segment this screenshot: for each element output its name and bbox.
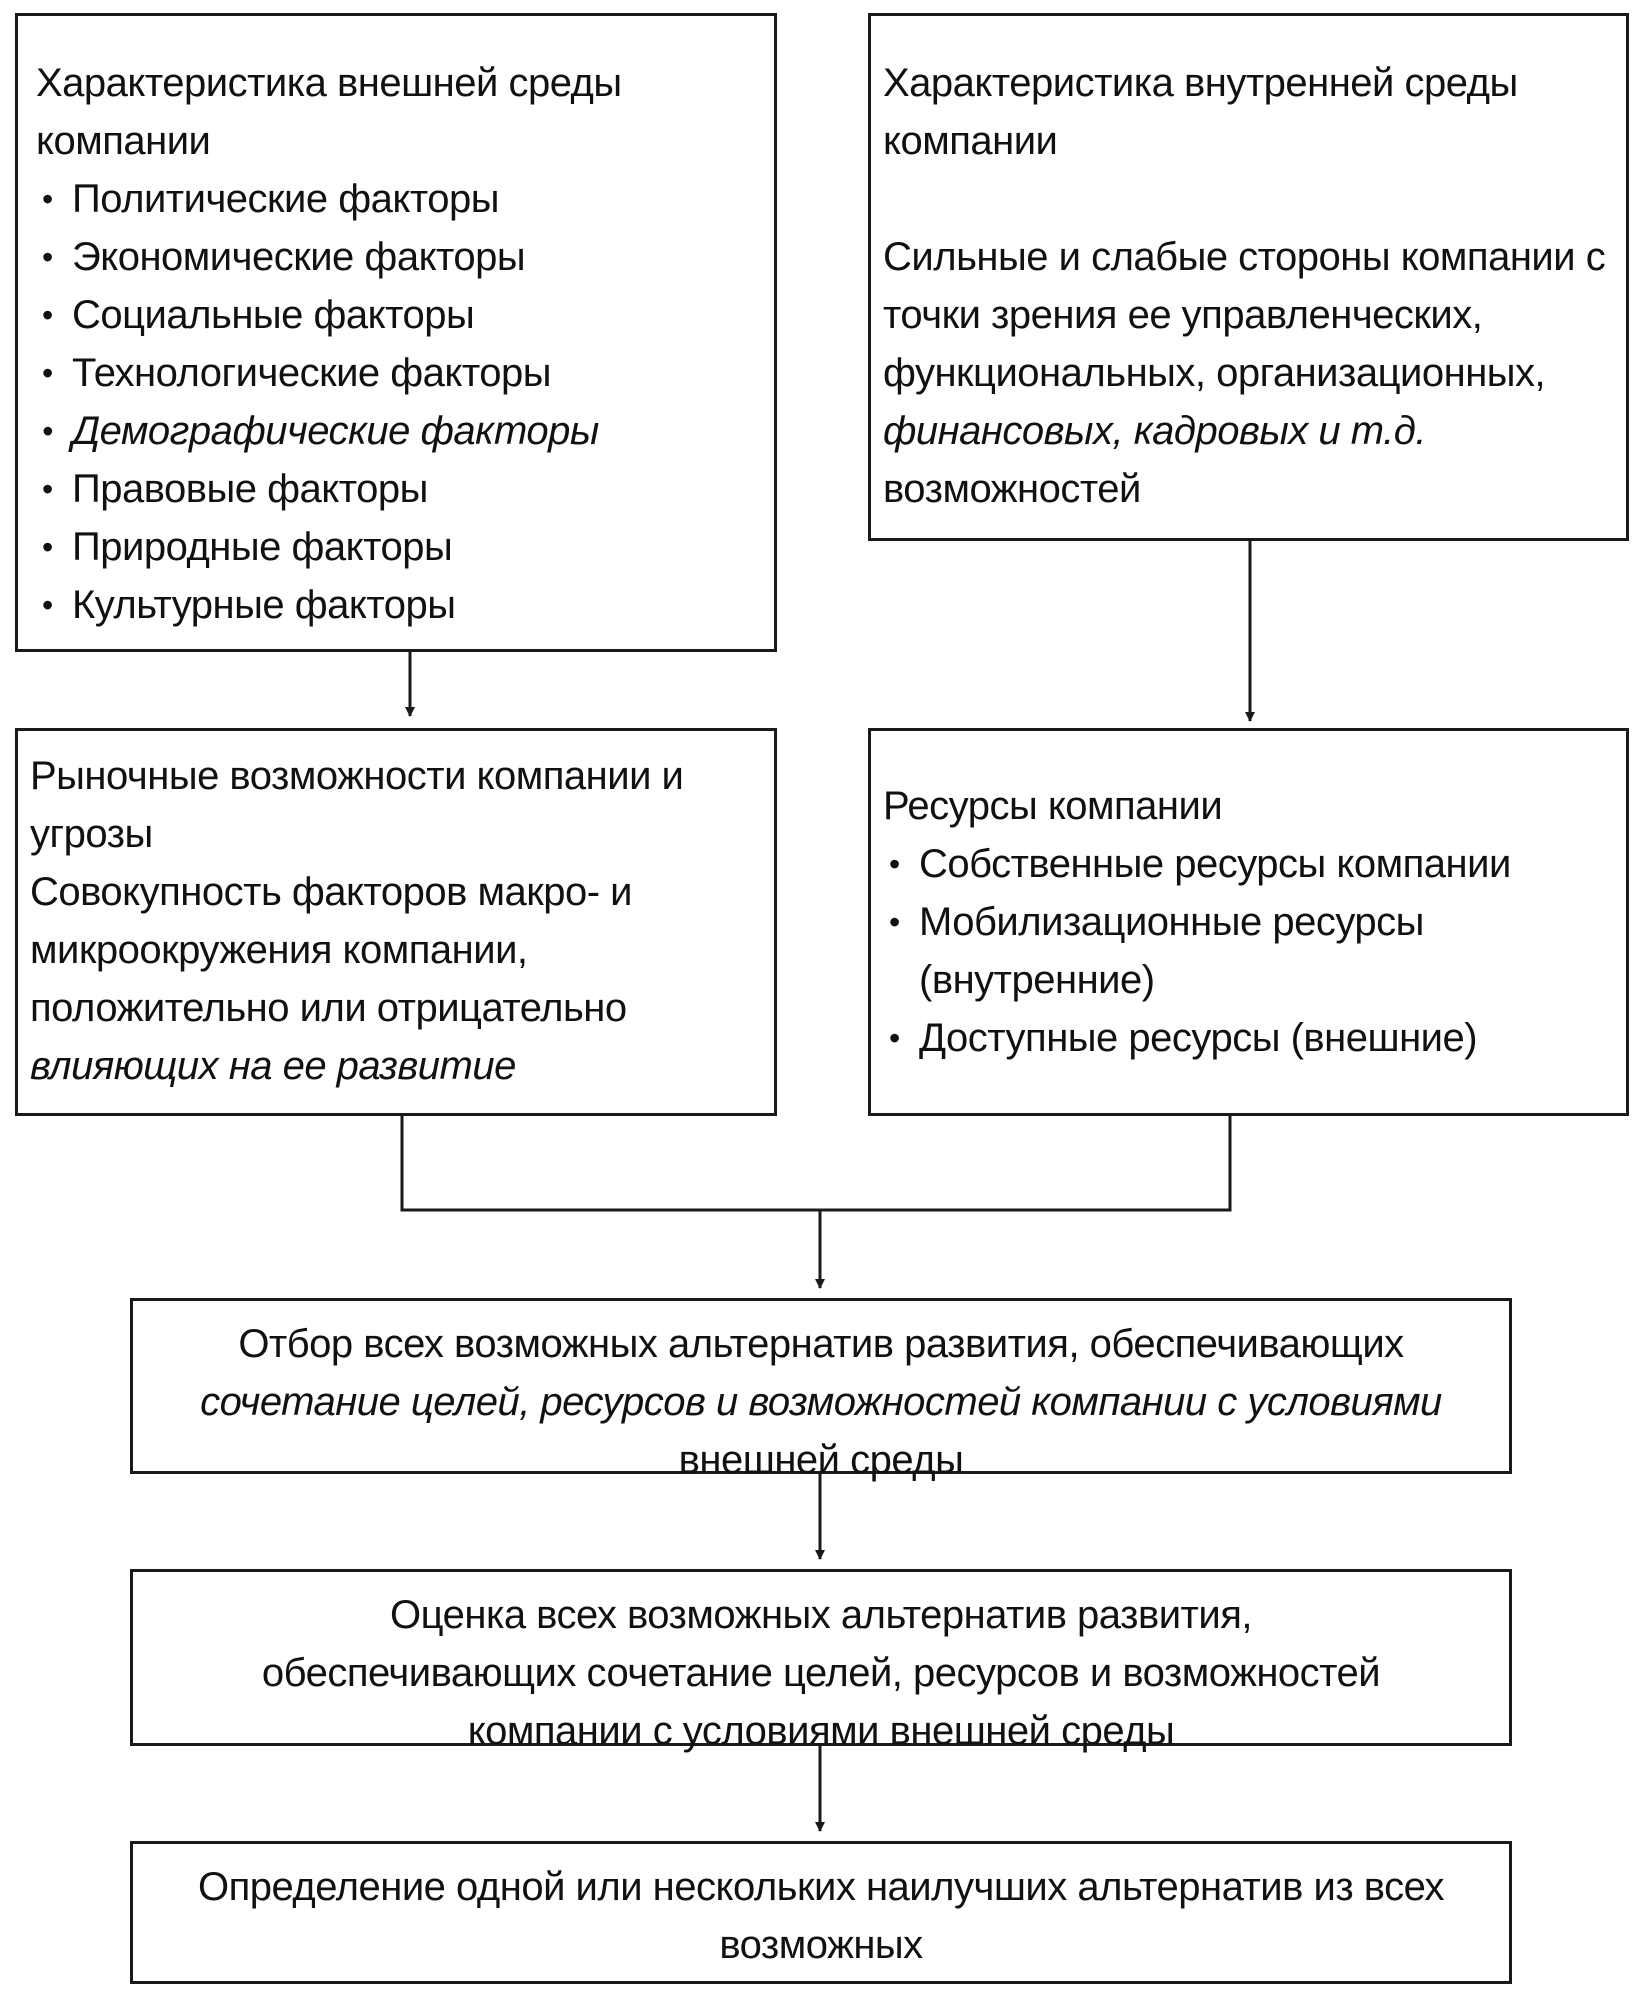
factor-political: Политические факторы [36, 170, 760, 228]
factor-social: Социальные факторы [36, 286, 760, 344]
internal-text-italic: финансовых, кадровых и т.д. [883, 409, 1426, 453]
alternatives-selection-box: Отбор всех возможных альтернатив развити… [130, 1298, 1512, 1482]
internal-environment-box: Характеристика внутренней среды компании… [868, 13, 1629, 541]
external-environment-box: Характеристика внешней среды компании По… [15, 13, 777, 652]
internal-environment-text: Сильные и слабые стороны компании с точк… [883, 228, 1618, 518]
market-opportunities-box: Рыночные возможности компании и угрозы С… [15, 728, 777, 1116]
factor-cultural: Культурные факторы [36, 576, 760, 634]
selection-text-italic: сочетание целей, ресурсов и возможностей… [200, 1380, 1442, 1424]
market-text-main: Совокупность факторов макро- и микроокру… [30, 870, 633, 1030]
resources-list: Собственные ресурсы компании Мобилизацио… [883, 835, 1618, 1067]
internal-text-main: Сильные и слабые стороны компании с точк… [883, 235, 1606, 395]
factor-natural: Природные факторы [36, 518, 760, 576]
alternatives-evaluation-text: Оценка всех возможных альтернатив развит… [261, 1593, 1381, 1753]
alternatives-selection-text: Отбор всех возможных альтернатив развити… [143, 1315, 1499, 1489]
best-alternative-box: Определение одной или нескольких наилучш… [130, 1841, 1512, 1984]
market-text-italic: влияющих на ее развитие [30, 1044, 516, 1088]
alternatives-evaluation-box: Оценка всех возможных альтернатив развит… [130, 1569, 1512, 1753]
factor-legal: Правовые факторы [36, 460, 760, 518]
resource-available: Доступные ресурсы (внешние) [883, 1009, 1618, 1067]
selection-text-end: внешней среды [678, 1438, 964, 1482]
resource-mobilization: Мобилизационные ресурсы (внутренние) [883, 893, 1519, 1009]
best-alternative-text: Определение одной или нескольких наилучш… [198, 1865, 1444, 1967]
factor-technological: Технологические факторы [36, 344, 760, 402]
internal-environment-title: Характеристика внутренней среды компании [883, 61, 1518, 163]
market-opportunities-text: Совокупность факторов макро- и микроокру… [30, 863, 762, 1095]
company-resources-box: Ресурсы компании Собственные ресурсы ком… [868, 728, 1629, 1116]
internal-text-end: возможностей [883, 467, 1141, 511]
company-resources-title: Ресурсы компании [883, 784, 1223, 828]
external-factors-list: Политические факторы Экономические факто… [36, 170, 760, 634]
resource-own: Собственные ресурсы компании [883, 835, 1618, 893]
market-opportunities-title: Рыночные возможности компании и угрозы [30, 754, 684, 856]
factor-demographic: Демографические факторы [36, 402, 760, 460]
selection-text-main: Отбор всех возможных альтернатив развити… [238, 1322, 1404, 1366]
external-environment-title: Характеристика внешней среды компании [36, 61, 622, 163]
factor-economic: Экономические факторы [36, 228, 760, 286]
merge-line [400, 1116, 1232, 1212]
